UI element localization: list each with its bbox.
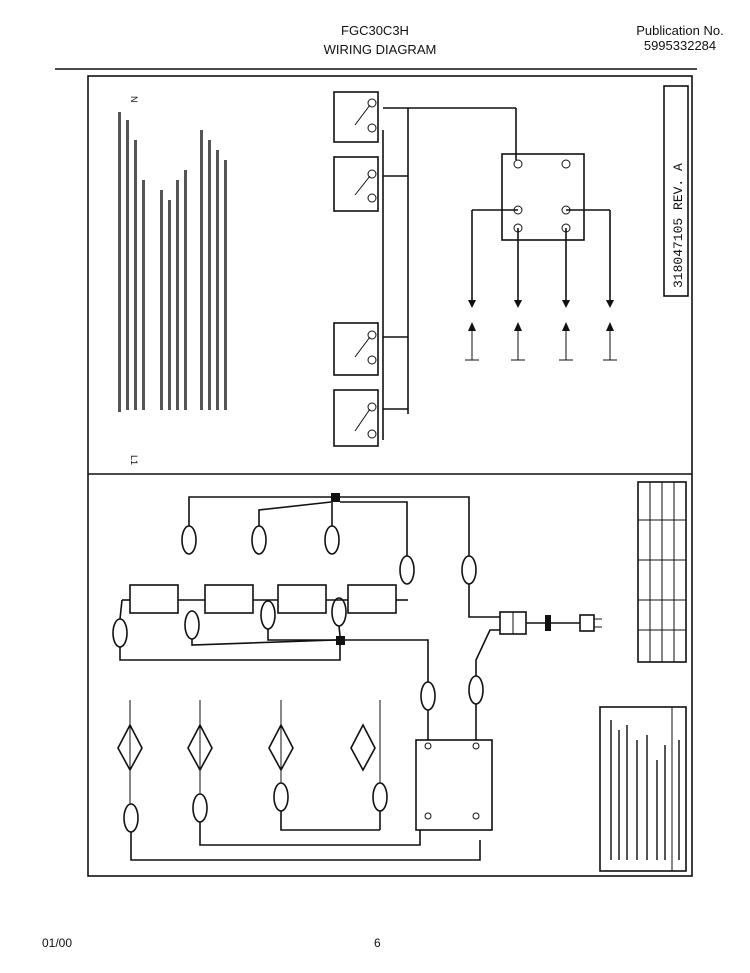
- switch-bank: [333, 91, 379, 447]
- revision-box: [663, 85, 689, 297]
- igniter-electrodes: [117, 723, 376, 772]
- revision-label: 318047105 REV. A: [671, 163, 686, 288]
- terminal-block: [471, 153, 611, 300]
- caution-text-block: [118, 112, 227, 412]
- ignition-module-row: [122, 584, 408, 614]
- publication-label: Publication No.: [636, 23, 724, 38]
- model-number: FGC30C3H: [341, 23, 409, 38]
- diagram-frame: [87, 75, 693, 877]
- switch-wiring: [382, 107, 517, 440]
- neutral-mark: N: [129, 96, 139, 103]
- publication-number: 5995332284: [643, 38, 717, 53]
- spark-module: [415, 739, 493, 831]
- line-mark: L1: [129, 455, 139, 465]
- power-cord: [499, 611, 602, 635]
- footer-date: 01/00: [42, 936, 73, 950]
- page-title: WIRING DIAGRAM: [323, 42, 437, 57]
- burner-arrows: [465, 300, 617, 361]
- footer-page-number: 6: [374, 936, 381, 950]
- lower-wiring: [119, 493, 500, 861]
- warning-box: [599, 706, 687, 872]
- spec-table: [637, 481, 687, 663]
